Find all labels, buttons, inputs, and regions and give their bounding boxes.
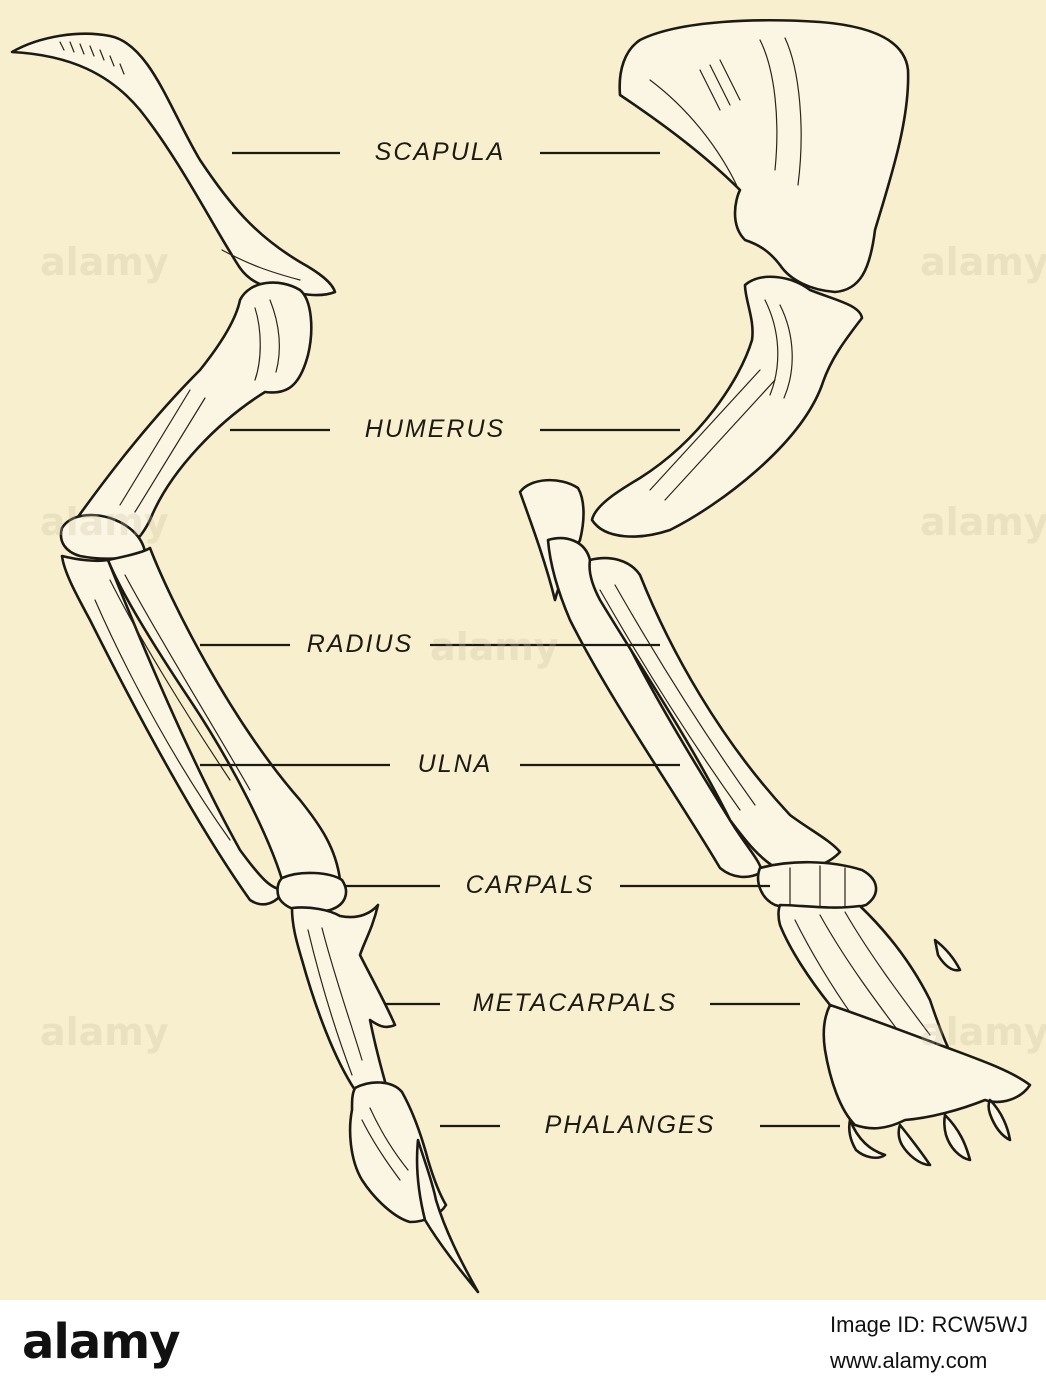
site-url-link[interactable]: www.alamy.com: [830, 1348, 988, 1373]
label-metacarpals: METACARPALS: [472, 989, 678, 1017]
bird-scapula: [10, 32, 337, 297]
skeleton-drawing: [10, 19, 1032, 1294]
logo-text: alamy: [22, 1314, 181, 1370]
label-phalanges: PHALANGES: [544, 1111, 716, 1139]
bird-metacarpals: [290, 903, 397, 1103]
mammal-scapula: [618, 19, 910, 294]
watermark-text: alamy: [40, 1010, 169, 1054]
bird-humerus: [68, 281, 313, 550]
bird-limb: [10, 32, 480, 1294]
alamy-logo[interactable]: alamy: [22, 1314, 181, 1370]
image-id-text: Image ID: RCW5WJ: [830, 1312, 1029, 1337]
mammal-ulna: [546, 536, 764, 879]
label-scapula: SCAPULA: [374, 138, 506, 166]
label-radius: RADIUS: [306, 630, 414, 658]
footer-banner: alamy Image ID: RCW5WJ www.alamy.com: [0, 1300, 1046, 1390]
watermark-text: alamy: [40, 240, 169, 284]
mammal-limb: [518, 19, 1032, 1167]
mammal-phalanges: [822, 1003, 1032, 1130]
label-ulna: ULNA: [417, 750, 493, 778]
watermark-text: alamy: [920, 240, 1046, 284]
watermark-text: alamy: [40, 500, 169, 544]
leader-lines: [200, 151, 840, 1128]
label-carpals: CARPALS: [465, 871, 595, 899]
mammal-carpals: [756, 860, 878, 912]
watermark-text: alamy: [920, 1010, 1046, 1054]
label-humerus: HUMERUS: [364, 415, 506, 443]
watermark-text: alamy: [430, 625, 559, 669]
watermark-text: alamy: [920, 500, 1046, 544]
diagram-plate: alamy alamy alamy alamy alamy alamy alam…: [0, 0, 1046, 1300]
bird-carpals: [276, 871, 348, 914]
